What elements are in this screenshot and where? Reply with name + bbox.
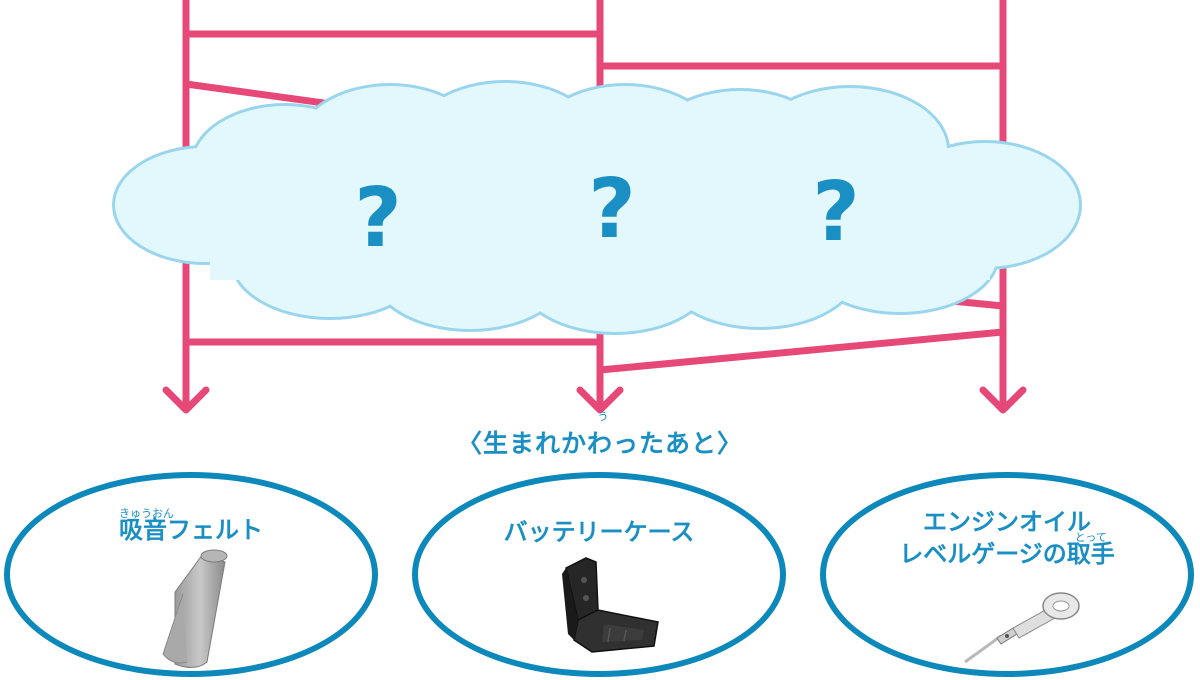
connector-diagonal-lower: [596, 328, 1007, 374]
caption-ruby: う: [597, 410, 609, 423]
item-label-dipstick-line2-pre: レベルゲージの: [899, 540, 1067, 568]
mystery-cloud: ? ? ?: [112, 80, 1082, 335]
item-label-felt: きゅうおん 吸音 フェルト: [10, 507, 372, 546]
item-oval-dipstick: エンジンオイル レベルゲージの とって 取手: [820, 472, 1194, 677]
arrowhead-left: [162, 386, 210, 414]
question-mark-2: ?: [588, 162, 636, 257]
felt-roll-icon: [162, 549, 228, 668]
battery-case-icon: [562, 557, 659, 653]
dipstick-handle-icon: [964, 592, 1080, 664]
item-label-dipstick-line1: エンジンオイル: [923, 508, 1091, 536]
ruby-group-dipstick: とって 取手: [1066, 531, 1115, 570]
caption-text: 〈生まれかわったあと〉: [456, 429, 743, 458]
item-ruby-felt: きゅうおん: [119, 507, 174, 520]
ruby-group-felt: きゅうおん 吸音: [119, 507, 174, 546]
item-oval-felt: きゅうおん 吸音 フェルト: [4, 472, 378, 677]
item-label-battery: バッテリーケース: [503, 518, 695, 546]
arrowhead-right: [979, 386, 1027, 414]
item-label-dipstick-line2: レベルゲージの とって 取手: [826, 531, 1188, 570]
ruby-base-felt: 吸音: [119, 516, 167, 544]
arrowhead-center: [576, 386, 624, 414]
after-rebirth-caption: う 〈生まれかわったあと〉: [0, 410, 1200, 460]
item-label-felt-rest: フェルト: [167, 516, 263, 544]
question-mark-3: ?: [812, 165, 860, 260]
ruby-base-dipstick: 取手: [1066, 540, 1115, 568]
item-oval-battery: バッテリーケース: [412, 472, 786, 677]
item-label-dipstick: エンジンオイル レベルゲージの とって 取手: [826, 506, 1188, 570]
item-ruby-dipstick: とって: [1074, 531, 1107, 544]
question-mark-1: ?: [354, 171, 402, 266]
